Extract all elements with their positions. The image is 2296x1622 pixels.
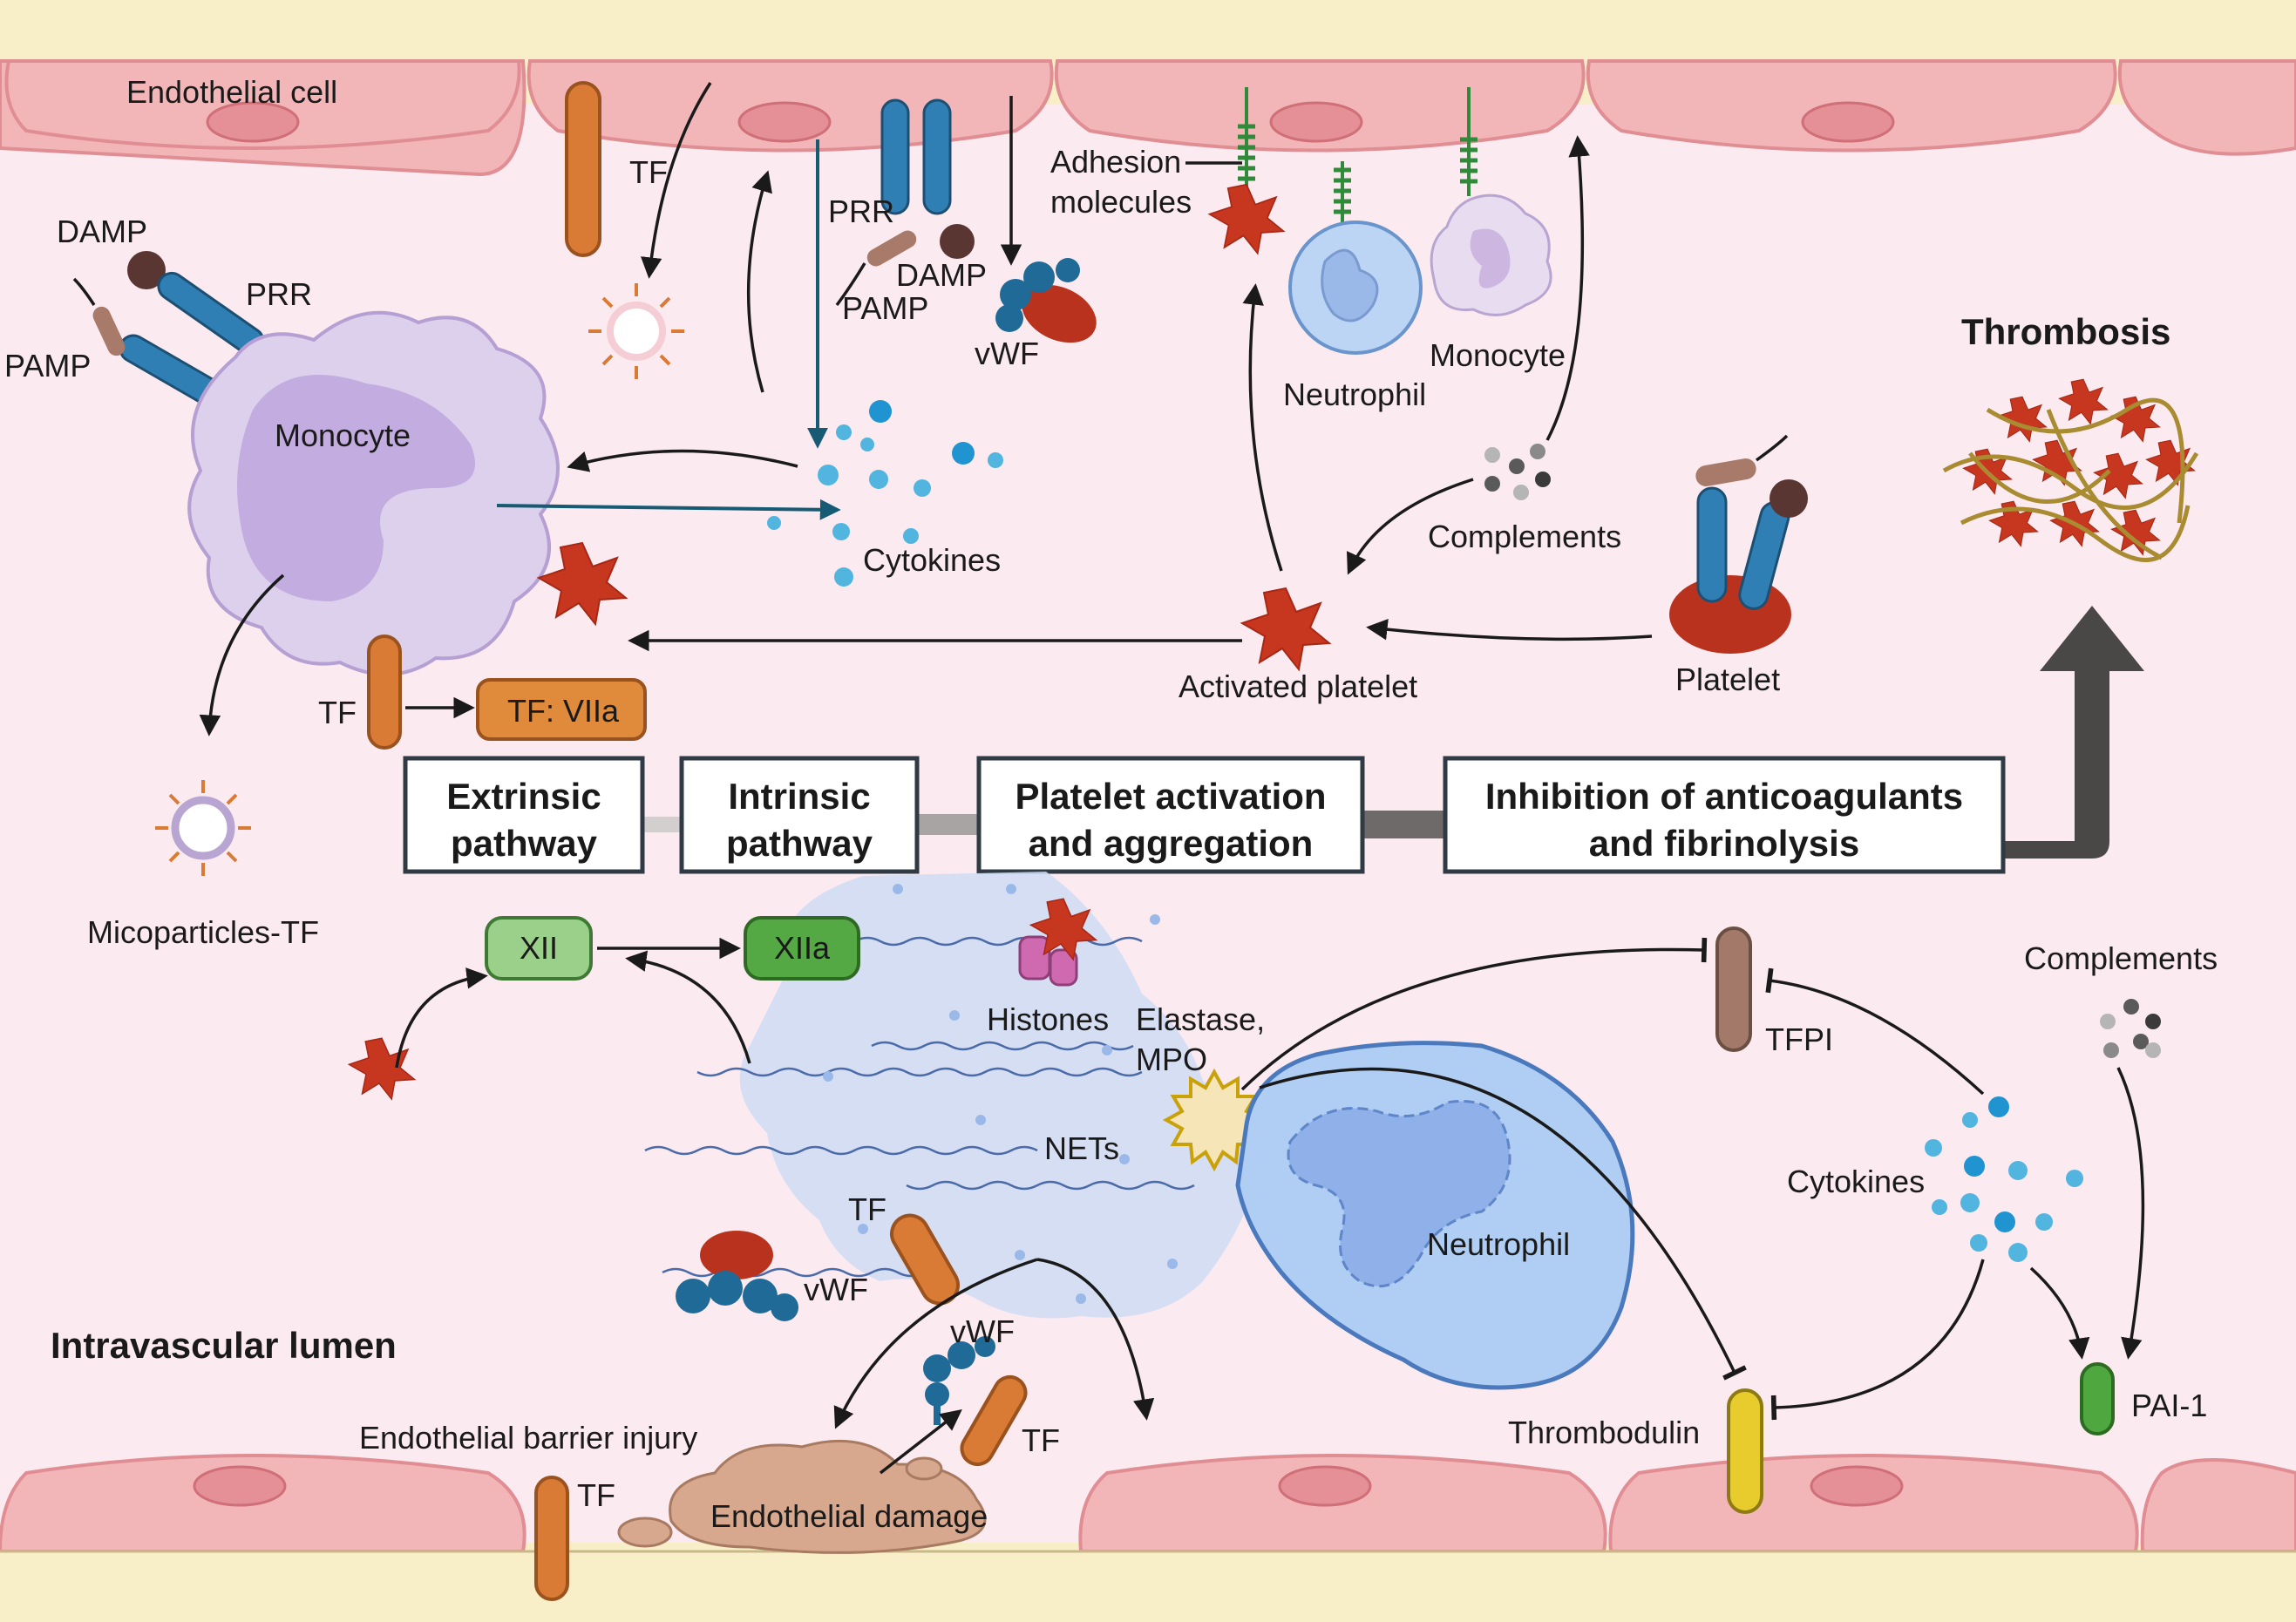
pai1-label: PAI-1 — [2131, 1388, 2207, 1423]
intrinsic-line1: Intrinsic — [728, 776, 870, 817]
elastase-label-2: MPO — [1136, 1042, 1207, 1077]
vwf-nets — [676, 1231, 798, 1321]
adhesion-label-2: molecules — [1050, 184, 1192, 220]
damp-top-label: DAMP — [896, 257, 987, 293]
elastase-label-1: Elastase, — [1136, 1001, 1265, 1037]
nets-cloud — [739, 872, 1255, 1319]
vwf-bottom-label: vWF — [950, 1313, 1015, 1349]
complements-top-label: Complements — [1428, 519, 1621, 554]
thrombosis-arrow — [2001, 606, 2144, 859]
damp-molecule-left — [127, 251, 166, 289]
histones — [1018, 935, 1078, 987]
intravascular-lumen-label: Intravascular lumen — [51, 1325, 397, 1366]
inhibition-line1: Inhibition of anticoagulants — [1485, 776, 1963, 817]
tf-top-label: TF — [629, 154, 668, 190]
cytokines-right-label: Cytokines — [1787, 1164, 1925, 1199]
adhesion-label-1: Adhesion — [1050, 144, 1181, 180]
pathway-box-inhibition: Inhibition of anticoagulants and fibrino… — [1443, 756, 2006, 874]
tf-viia-label: TF: VIIa — [507, 693, 620, 729]
bar-seg-2 — [915, 814, 981, 835]
xii-factor: XII — [485, 916, 593, 981]
vwf-top — [995, 258, 1097, 343]
cytokines-right — [1925, 1096, 2083, 1262]
monocyte-top-label: Monocyte — [1430, 337, 1566, 373]
monocyte-main — [187, 310, 560, 676]
monocyte-top — [1430, 193, 1552, 316]
microparticle-top — [588, 283, 684, 379]
nets-label: NETs — [1044, 1130, 1119, 1166]
activated-platelet-label: Activated platelet — [1179, 668, 1417, 704]
histones-label: Histones — [987, 1001, 1109, 1037]
tf-monocyte-label: TF — [318, 695, 357, 730]
cytokines-top — [767, 400, 1003, 587]
bottom-endothelium — [0, 1454, 2296, 1618]
endothelial-damage-blob — [617, 1439, 987, 1554]
complements-right-label: Complements — [2024, 940, 2218, 976]
microparticle-tf — [155, 780, 251, 876]
thrombodulin-label: Thrombodulin — [1508, 1415, 1700, 1450]
vwf-top-label: vWF — [975, 336, 1039, 371]
neutrophil-main-label: Neutrophil — [1427, 1226, 1570, 1262]
tfpi-molecule — [1715, 926, 1752, 1052]
xiia-factor: XIIa — [744, 916, 860, 981]
pamp-molecule-left — [92, 306, 126, 356]
microparticles-label: Micoparticles-TF — [87, 914, 319, 950]
complements-top — [1484, 444, 1551, 500]
tf-nets-label: TF — [848, 1191, 886, 1227]
tf-monocyte — [367, 635, 402, 750]
xiia-label: XIIa — [774, 930, 831, 966]
resting-platelet — [1669, 434, 1808, 654]
arrows — [395, 82, 2145, 1475]
tf-bottom-right-label: TF — [1022, 1422, 1060, 1458]
top-endothelium — [0, 59, 2296, 177]
complements-right — [2100, 999, 2161, 1058]
endothelial-cell-label: Endothelial cell — [126, 74, 337, 110]
adhesion-molecules — [1238, 87, 1477, 235]
xii-label: XII — [520, 930, 558, 966]
thrombosis-clot — [1942, 378, 2199, 562]
prr-left-label: PRR — [246, 276, 312, 312]
tfpi-label: TFPI — [1765, 1021, 1833, 1057]
prr-top-label: PRR — [828, 193, 894, 229]
barrier-injury-label: Endothelial barrier injury — [359, 1420, 697, 1456]
damp-molecule-top — [940, 224, 975, 259]
tf-bottom-label: TF — [577, 1477, 615, 1513]
vwf-nets-label: vWF — [804, 1272, 868, 1307]
inhibition-line2: and fibrinolysis — [1589, 823, 1859, 864]
extrinsic-line1: Extrinsic — [446, 776, 601, 817]
thrombosis-label: Thrombosis — [1961, 311, 2170, 352]
neutrophil-top-label: Neutrophil — [1283, 377, 1426, 412]
platelet-line2: and aggregation — [1029, 823, 1314, 864]
platelet-label: Platelet — [1675, 662, 1780, 697]
vwf-bottom — [923, 1336, 995, 1425]
pamp-left-label: PAMP — [4, 348, 91, 383]
pamp-top-label: PAMP — [842, 290, 928, 326]
neutrophil-main — [1235, 1041, 1635, 1390]
tf-viia-complex — [476, 678, 647, 741]
pathway-box-extrinsic: Extrinsic pathway — [403, 756, 645, 874]
extrinsic-line2: pathway — [451, 823, 598, 864]
tf-bottom — [534, 1476, 569, 1601]
thrombomodulin-molecule — [1727, 1388, 1763, 1514]
platelet-line1: Platelet activation — [1015, 776, 1326, 817]
intrinsic-line2: pathway — [726, 823, 873, 864]
nets-dots — [823, 884, 1178, 1304]
pathway-box-intrinsic: Intrinsic pathway — [679, 756, 920, 874]
endothelial-damage-label: Endothelial damage — [710, 1498, 988, 1534]
cytokines-top-label: Cytokines — [863, 542, 1001, 578]
monocyte-main-label: Monocyte — [275, 417, 411, 453]
neutrophil-top — [1288, 221, 1423, 355]
pamp-molecule-top — [866, 230, 917, 267]
pathway-box-platelet: Platelet activation and aggregation — [976, 756, 1365, 874]
pai1-molecule — [2080, 1362, 2115, 1435]
damp-left-label: DAMP — [57, 214, 147, 249]
bar-seg-3 — [1360, 811, 1447, 838]
tf-bottom-right — [960, 1374, 1028, 1467]
tf-receptor-top — [565, 81, 601, 257]
